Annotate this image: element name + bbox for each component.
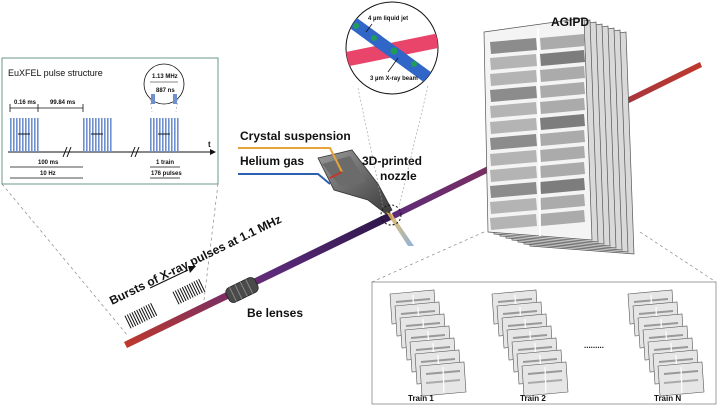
pulse-bursts (124, 278, 206, 329)
burst-1 (124, 302, 158, 329)
nozzle (317, 149, 393, 215)
be-lenses (225, 277, 259, 303)
crystal-line (238, 147, 343, 173)
beam-zoom-label: 3 µm X-ray beam (370, 76, 418, 82)
train-n-label: Train N (654, 394, 681, 403)
xray-beam (124, 212, 393, 348)
pulse-train-3 (150, 118, 179, 152)
train-2-label: Train 2 (520, 394, 546, 403)
helium-label: Helium gas (240, 154, 304, 168)
rate-label: 1.13 MHz (152, 74, 178, 80)
rep-rate-label: 10 Hz (40, 171, 56, 177)
pulse-structure-inset: EuXFEL pulse structure t 0.16 ms 99.84 m… (1, 57, 219, 185)
agipd-detector-stack (483, 17, 635, 255)
train-stack-3 (627, 289, 705, 397)
jet-zoom-label: 4 µm liquid jet (368, 16, 408, 22)
liquid-jet (386, 212, 414, 246)
interaction-point (380, 204, 402, 226)
helium-line (238, 173, 331, 185)
axis-break-1 (62, 146, 72, 158)
pulse-train-1 (10, 118, 39, 152)
train-ellipsis: ......... (584, 341, 604, 350)
inset-projection (1, 183, 219, 337)
inset-title: EuXFEL pulse structure (8, 68, 103, 78)
detector-panel-1 (483, 17, 593, 241)
time-axis-arrow (210, 149, 216, 155)
crystal-label: Crystal suspension (240, 129, 351, 143)
pulse-magnifier (143, 63, 185, 105)
spacing-label: 887 ns (156, 88, 175, 94)
time-axis-label: t (208, 140, 211, 149)
pulses-label: 176 pulses (151, 171, 182, 177)
detector-projection (371, 231, 717, 283)
train-on-label: 0.16 ms (14, 100, 37, 106)
train-stack-1 (389, 289, 467, 397)
bursts-arrow (149, 269, 189, 289)
bursts-label: Bursts of X-ray pulses at 1.1 MHz (107, 212, 283, 308)
nozzle-label-line1: 3D-printed (362, 154, 422, 168)
period-label: 100 ms (38, 160, 59, 166)
train-stacks (389, 289, 705, 397)
jet-zoom: 4 µm liquid jet 3 µm X-ray beam (345, 1, 439, 95)
train-gap-label: 99.84 ms (50, 100, 76, 106)
axis-break-2 (130, 146, 140, 158)
pulse-trains (10, 118, 179, 152)
train-label: 1 train (156, 160, 174, 166)
be-lenses-label: Be lenses (247, 306, 303, 320)
train-1-label: Train 1 (408, 394, 434, 403)
burst-2 (172, 278, 206, 305)
detector-label: AGIPD (551, 15, 589, 29)
nozzle-label-line2: nozzle (380, 169, 417, 183)
pulse-train-2 (83, 118, 112, 152)
train-stack-2 (491, 289, 569, 397)
